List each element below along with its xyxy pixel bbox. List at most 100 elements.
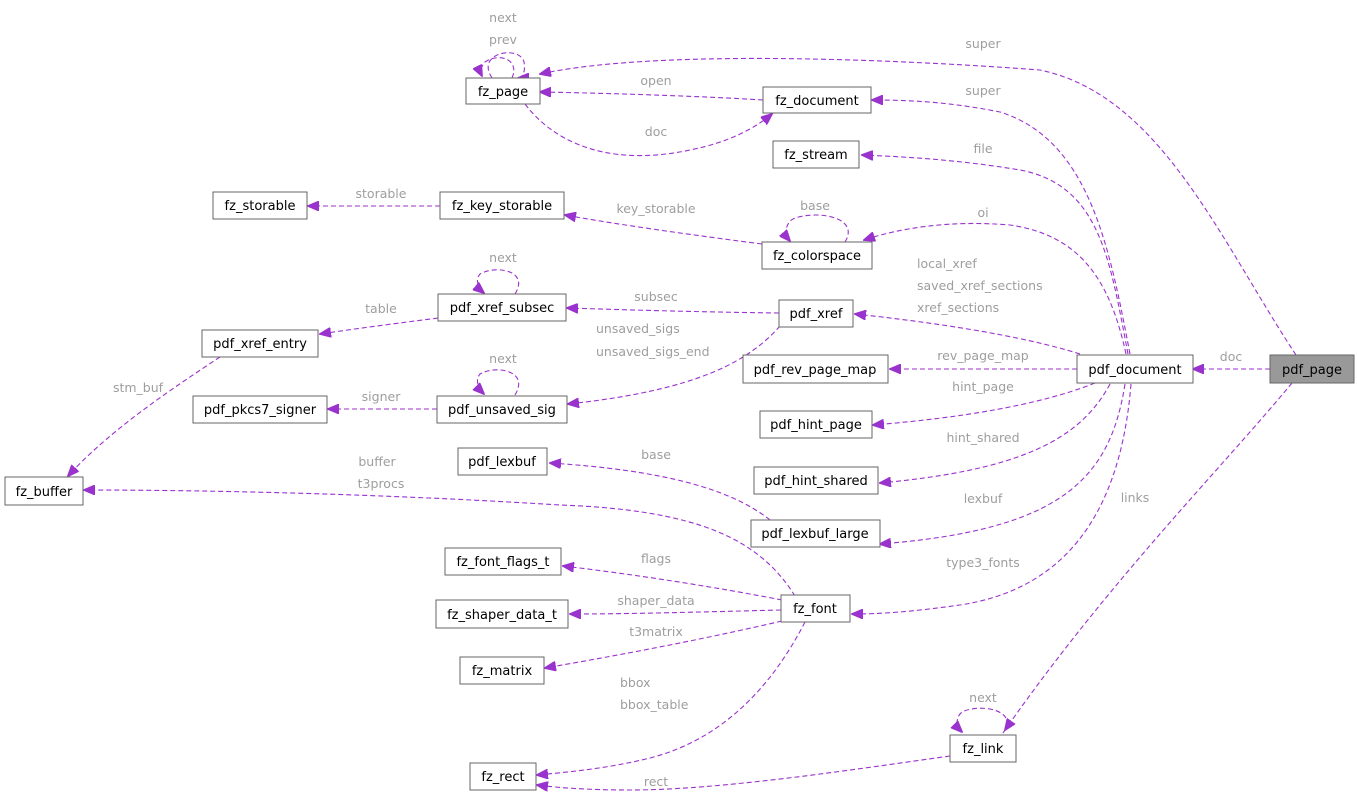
label-fz-page-next: next: [489, 10, 517, 25]
node-fz-stream[interactable]: fz_stream: [772, 140, 860, 169]
node-pdf-unsaved-sig[interactable]: pdf_unsaved_sig: [436, 395, 568, 424]
node-fz-shaper-data-t[interactable]: fz_shaper_data_t: [435, 599, 569, 629]
label-rev-page-map: rev_page_map: [937, 348, 1029, 363]
edge-hint-shared: [880, 383, 1111, 483]
edge-bbox: [537, 621, 806, 775]
label-unsaved-sig-next: next: [489, 351, 517, 366]
label-link-next: next: [969, 690, 997, 705]
node-fz-rect-label: fz_rect: [481, 770, 524, 785]
edge-flags: [563, 566, 783, 601]
edge-unsaved-self: [477, 369, 520, 395]
label-fz-page-prev: prev: [489, 32, 517, 47]
label-pdf-document-doc: doc: [1220, 349, 1243, 364]
node-fz-key-storable-label: fz_key_storable: [452, 199, 552, 214]
node-fz-matrix[interactable]: fz_matrix: [459, 656, 545, 685]
label-open: open: [640, 73, 671, 88]
node-fz-rect[interactable]: fz_rect: [469, 762, 537, 791]
node-pdf-xref-entry-label: pdf_xref_entry: [213, 337, 307, 352]
edge-file: [862, 155, 1129, 355]
node-fz-storable-label: fz_storable: [225, 199, 296, 214]
label-buffer: buffer: [358, 454, 396, 469]
label-bbox-table: bbox_table: [620, 697, 689, 712]
edge-fz-page-self: [487, 52, 524, 78]
edge-xref: [855, 314, 1081, 355]
node-fz-colorspace-label: fz_colorspace: [773, 249, 861, 264]
label-t3matrix: t3matrix: [629, 624, 683, 639]
node-pdf-xref-label: pdf_xref: [790, 307, 843, 322]
node-pdf-xref-subsec-label: pdf_xref_subsec: [450, 301, 555, 316]
node-fz-stream-label: fz_stream: [784, 148, 847, 163]
node-pdf-lexbuf[interactable]: pdf_lexbuf: [457, 447, 548, 476]
node-fz-buffer[interactable]: fz_buffer: [4, 476, 84, 506]
node-fz-matrix-label: fz_matrix: [472, 664, 533, 679]
label-file: file: [973, 141, 992, 156]
label-oi: oi: [977, 205, 988, 220]
node-pdf-rev-page-map-label: pdf_rev_page_map: [754, 363, 877, 378]
label-type3-fonts: type3_fonts: [946, 555, 1020, 570]
edge-t3matrix: [545, 620, 783, 668]
node-fz-document-label: fz_document: [775, 94, 859, 109]
node-pdf-xref-entry[interactable]: pdf_xref_entry: [201, 329, 319, 358]
node-fz-colorspace[interactable]: fz_colorspace: [761, 241, 873, 270]
node-pdf-hint-page[interactable]: pdf_hint_page: [759, 410, 873, 439]
node-fz-font-flags-t[interactable]: fz_font_flags_t: [444, 547, 562, 576]
label-subsec-next: next: [489, 250, 517, 265]
edge-open: [540, 92, 764, 101]
node-fz-storable[interactable]: fz_storable: [212, 191, 308, 220]
edge-table: [320, 317, 439, 334]
edge-type3-fonts: [852, 383, 1132, 614]
node-fz-document[interactable]: fz_document: [762, 86, 872, 114]
label-links: links: [1121, 490, 1150, 505]
node-pdf-page[interactable]: pdf_page: [1269, 354, 1355, 384]
node-fz-font-label: fz_font: [793, 602, 837, 617]
edge-oi: [864, 222, 1127, 355]
node-pdf-xref-subsec[interactable]: pdf_xref_subsec: [437, 293, 567, 322]
label-signer: signer: [362, 389, 402, 404]
node-pdf-pkcs7-signer[interactable]: pdf_pkcs7_signer: [192, 395, 328, 424]
edge-lexbuf-base: [550, 463, 771, 521]
edge-rect: [537, 755, 951, 790]
edge-unsaved-sigs: [568, 325, 781, 404]
node-fz-page[interactable]: fz_page: [465, 77, 541, 105]
label-flags: flags: [641, 551, 671, 566]
edge-hint-page: [873, 382, 1096, 425]
edge-shaper-data: [570, 610, 782, 614]
node-fz-shaper-data-t-label: fz_shaper_data_t: [447, 608, 557, 623]
node-pdf-document[interactable]: pdf_document: [1076, 354, 1194, 384]
edge-doc: [524, 103, 772, 157]
edge-subsec-self: [477, 269, 520, 294]
label-subsec: subsec: [634, 289, 678, 304]
node-pdf-lexbuf-label: pdf_lexbuf: [468, 455, 536, 470]
node-pdf-xref[interactable]: pdf_xref: [778, 299, 854, 328]
label-lexbuf: lexbuf: [964, 491, 1003, 506]
label-shaper-data: shaper_data: [617, 593, 694, 608]
node-pdf-rev-page-map[interactable]: pdf_rev_page_map: [742, 354, 889, 384]
node-pdf-lexbuf-large[interactable]: pdf_lexbuf_large: [750, 519, 881, 548]
label-fz-document-super: super: [965, 83, 1001, 98]
label-local-xref: local_xref: [917, 256, 977, 271]
label-doc: doc: [645, 124, 668, 139]
edge-colorspace-self: [786, 214, 849, 242]
edge-key-storable: [565, 215, 763, 245]
label-bbox: bbox: [620, 675, 651, 690]
edge-lexbuf: [880, 383, 1126, 544]
node-fz-font[interactable]: fz_font: [780, 594, 851, 623]
label-hint-shared: hint_shared: [946, 430, 1019, 445]
edge-buffer: [84, 490, 796, 597]
node-pdf-page-label: pdf_page: [1282, 363, 1342, 378]
label-unsaved-sigs-end: unsaved_sigs_end: [596, 344, 710, 359]
node-pdf-unsaved-sig-label: pdf_unsaved_sig: [448, 403, 556, 418]
node-pdf-hint-shared[interactable]: pdf_hint_shared: [753, 466, 879, 495]
node-fz-key-storable[interactable]: fz_key_storable: [439, 191, 565, 220]
node-fz-font-flags-t-label: fz_font_flags_t: [456, 555, 549, 570]
label-hint-page: hint_page: [952, 379, 1014, 394]
node-fz-buffer-label: fz_buffer: [16, 485, 73, 500]
label-stm-buf: stm_buf: [113, 380, 164, 395]
node-pdf-pkcs7-signer-label: pdf_pkcs7_signer: [204, 403, 317, 418]
edge-fz-page-self-2: [481, 57, 515, 79]
node-fz-link[interactable]: fz_link: [949, 734, 1017, 763]
label-t3procs: t3procs: [358, 476, 405, 491]
edge-super-fz-document: [872, 100, 1131, 355]
node-pdf-document-label: pdf_document: [1088, 363, 1181, 378]
